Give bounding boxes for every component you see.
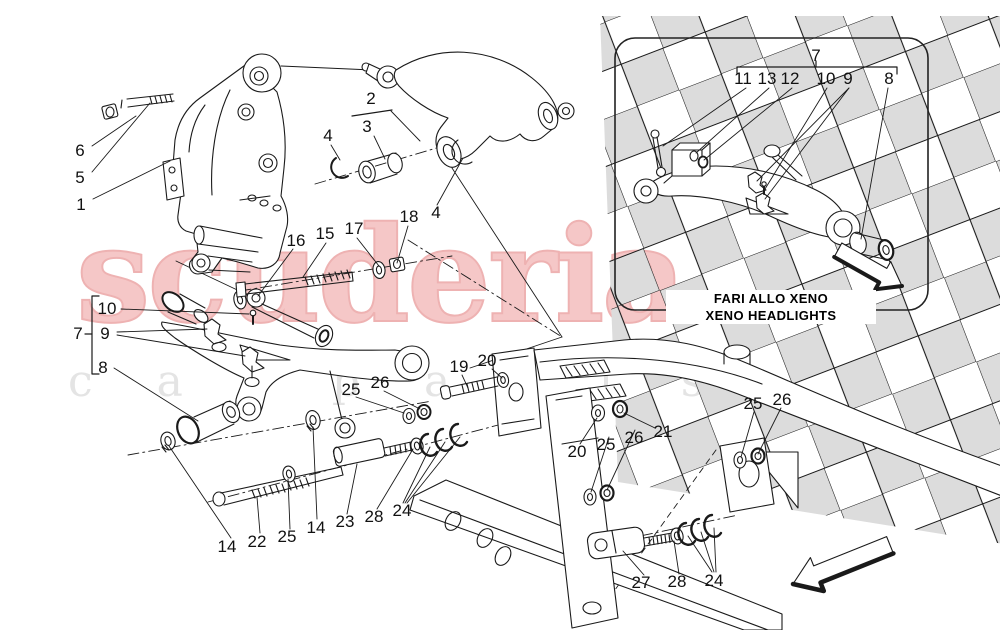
callout-18: 18 — [399, 207, 419, 226]
callout-6: 6 — [75, 141, 85, 160]
callout-1: 1 — [76, 195, 86, 214]
link-rod-drawing — [233, 256, 406, 348]
leader-lines — [91, 87, 889, 576]
callout-26: 26 — [624, 428, 644, 447]
callout-19: 19 — [449, 357, 469, 376]
callout-27: 27 — [631, 573, 651, 592]
callout-28: 28 — [364, 507, 384, 526]
direction-arrow-main — [790, 536, 896, 594]
callout-14: 14 — [217, 537, 237, 556]
callout-5: 5 — [75, 168, 85, 187]
callout-20: 20 — [567, 442, 587, 461]
callout-23: 23 — [335, 512, 355, 531]
callout-4: 4 — [431, 203, 441, 222]
callout-21: 21 — [653, 422, 673, 441]
upper-wishbone-drawing — [330, 51, 575, 184]
frame-fasteners-drawing — [402, 372, 766, 560]
callout-11: 11 — [734, 69, 752, 88]
callout-9: 9 — [843, 69, 853, 88]
callout-20: 20 — [477, 351, 497, 370]
inset-caption-line2: XENO HEADLIGHTS — [666, 307, 876, 324]
callout-25: 25 — [341, 380, 361, 399]
callout-22: 22 — [247, 532, 267, 551]
callout-12: 12 — [780, 69, 800, 88]
callout-7: 7 — [811, 46, 821, 65]
lower-arm-fasteners-drawing — [160, 400, 469, 507]
callout-24: 24 — [392, 501, 412, 520]
callout-9: 9 — [100, 324, 110, 343]
group-brackets — [84, 60, 898, 375]
callout-26: 26 — [772, 390, 792, 409]
callout-25: 25 — [596, 435, 616, 454]
callout-25: 25 — [277, 527, 297, 546]
inset-lower-arm-drawing — [633, 129, 895, 261]
callout-25: 25 — [743, 394, 763, 413]
callout-17: 17 — [344, 219, 364, 238]
callout-10: 10 — [97, 299, 117, 318]
callout-7: 7 — [73, 324, 83, 343]
callout-28: 28 — [667, 572, 687, 591]
callout-4: 4 — [323, 126, 333, 145]
bolt-and-nut-drawing — [101, 93, 175, 120]
lower-wishbone-drawing — [161, 291, 430, 439]
callout-8: 8 — [98, 358, 108, 377]
callout-16: 16 — [286, 231, 306, 250]
upright-bracket-drawing — [162, 53, 289, 275]
inset-caption-line1: FARI ALLO XENO — [666, 290, 876, 307]
callout-3: 3 — [362, 117, 372, 136]
callout-13: 13 — [757, 69, 777, 88]
callout-2: 2 — [366, 89, 376, 108]
callout-14: 14 — [306, 518, 326, 537]
callout-24: 24 — [704, 571, 724, 590]
callout-15: 15 — [315, 224, 335, 243]
callout-26: 26 — [370, 373, 390, 392]
direction-arrow-inset — [832, 242, 904, 292]
callout-10: 10 — [816, 69, 836, 88]
callout-8: 8 — [884, 69, 894, 88]
